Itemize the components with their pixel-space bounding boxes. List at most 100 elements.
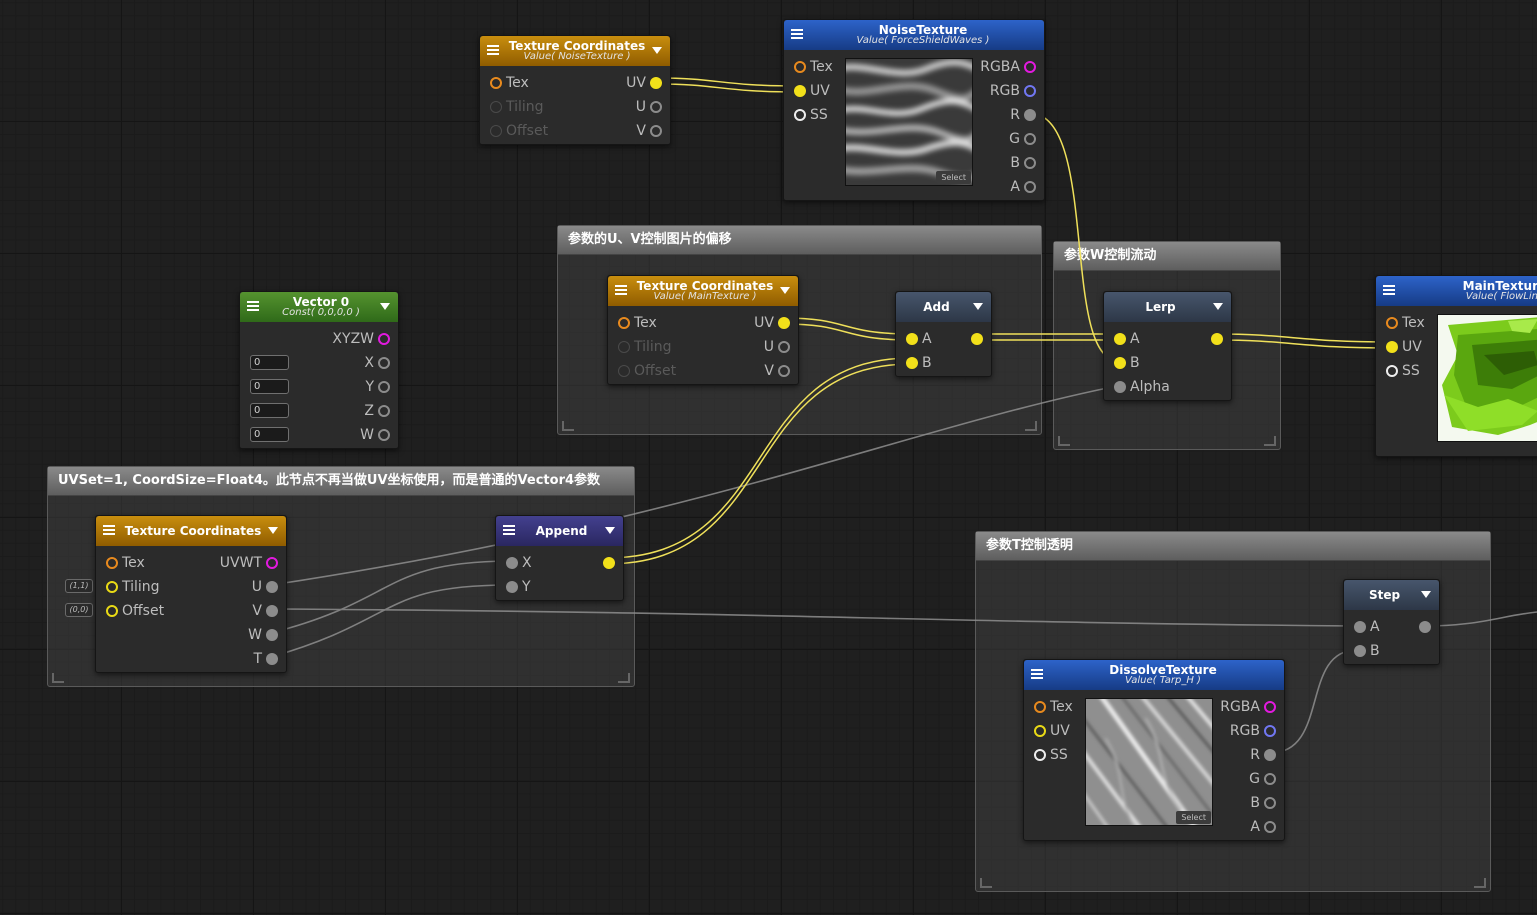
node-header[interactable]: Step	[1344, 580, 1439, 610]
socket-icon[interactable]	[1114, 357, 1126, 369]
z-value-field[interactable]: 0	[250, 403, 289, 418]
socket-icon[interactable]	[778, 317, 790, 329]
port-in-tex[interactable]: Tex	[490, 74, 529, 92]
socket-icon[interactable]	[1024, 133, 1036, 145]
chevron-down-icon[interactable]	[1421, 591, 1431, 598]
port-out-v[interactable]: V	[252, 602, 278, 620]
port-out-w[interactable]: W	[360, 426, 390, 444]
port-out-v[interactable]: V	[764, 362, 790, 380]
socket-icon[interactable]	[378, 429, 390, 441]
port-in-x[interactable]: X	[506, 554, 532, 572]
node-texcoord-noise[interactable]: Texture Coordinates Value( NoiseTexture …	[479, 35, 671, 145]
socket-icon[interactable]	[266, 629, 278, 641]
port-out-uv[interactable]: UV	[626, 74, 662, 92]
socket-icon[interactable]	[1354, 621, 1366, 633]
node-header[interactable]: Vector 0 Const( 0,0,0,0 )	[240, 292, 398, 322]
port-out-r[interactable]: R	[1250, 746, 1276, 764]
socket-icon[interactable]	[1024, 85, 1036, 97]
socket-icon[interactable]	[603, 557, 615, 569]
menu-icon[interactable]	[103, 525, 115, 535]
port-out-v[interactable]: V	[636, 122, 662, 140]
node-add[interactable]: Add A B	[895, 291, 992, 377]
port-in-offset[interactable]: Offset	[106, 602, 164, 620]
socket-icon[interactable]	[266, 581, 278, 593]
socket-icon[interactable]	[1211, 333, 1223, 345]
menu-icon[interactable]	[791, 29, 803, 39]
port-out-a[interactable]: A	[1010, 178, 1036, 196]
x-value-field[interactable]: 0	[250, 355, 289, 370]
menu-icon[interactable]	[247, 301, 259, 311]
texture-preview-dissolve[interactable]: Select	[1085, 698, 1213, 826]
node-texcoord-main[interactable]: Texture Coordinates Value( MainTexture )…	[607, 275, 799, 385]
port-in-b[interactable]: B	[1114, 354, 1140, 372]
socket-icon[interactable]	[1386, 317, 1398, 329]
port-in-uv[interactable]: UV	[1386, 338, 1422, 356]
socket-icon[interactable]	[490, 125, 502, 137]
group-title[interactable]: 参数的U、V控制图片的偏移	[558, 226, 1041, 255]
port-in-a[interactable]: A	[1354, 618, 1380, 636]
socket-icon[interactable]	[1024, 181, 1036, 193]
socket-icon[interactable]	[1386, 341, 1398, 353]
socket-icon[interactable]	[1114, 333, 1126, 345]
port-in-uv[interactable]: UV	[1034, 722, 1070, 740]
socket-icon[interactable]	[378, 357, 390, 369]
socket-icon[interactable]	[1264, 701, 1276, 713]
socket-icon[interactable]	[650, 125, 662, 137]
socket-icon[interactable]	[1034, 725, 1046, 737]
socket-icon[interactable]	[650, 101, 662, 113]
port-in-alpha[interactable]: Alpha	[1114, 378, 1170, 396]
socket-icon[interactable]	[106, 581, 118, 593]
y-value-field[interactable]: 0	[250, 379, 289, 394]
port-out-a[interactable]: A	[1250, 818, 1276, 836]
socket-icon[interactable]	[378, 405, 390, 417]
socket-icon[interactable]	[1264, 773, 1276, 785]
texture-preview-main[interactable]	[1437, 314, 1537, 442]
socket-icon[interactable]	[266, 557, 278, 569]
node-texcoord-uvset[interactable]: Texture Coordinates Tex Tiling Offset UV…	[95, 515, 287, 673]
chevron-down-icon[interactable]	[973, 303, 983, 310]
select-button[interactable]: Select	[936, 171, 971, 184]
port-in-tex[interactable]: Tex	[794, 58, 833, 76]
socket-icon[interactable]	[106, 605, 118, 617]
port-in-tex[interactable]: Tex	[618, 314, 657, 332]
socket-icon[interactable]	[1354, 645, 1366, 657]
port-out[interactable]	[1415, 618, 1431, 636]
socket-icon[interactable]	[106, 557, 118, 569]
node-header[interactable]: MainTextur Value( FlowLin	[1376, 276, 1537, 306]
port-in-tex[interactable]: Tex	[106, 554, 145, 572]
node-header[interactable]: Append	[496, 516, 623, 546]
port-in-offset[interactable]: Offset	[490, 122, 548, 140]
node-header[interactable]: NoiseTexture Value( ForceShieldWaves )	[784, 20, 1044, 50]
port-out-t[interactable]: T	[253, 650, 278, 668]
port-out-z[interactable]: Z	[364, 402, 390, 420]
socket-icon[interactable]	[794, 61, 806, 73]
socket-icon[interactable]	[618, 365, 630, 377]
socket-icon[interactable]	[266, 605, 278, 617]
socket-icon[interactable]	[794, 85, 806, 97]
socket-icon[interactable]	[1114, 381, 1126, 393]
node-header[interactable]: Texture Coordinates	[96, 516, 286, 546]
port-in-tiling[interactable]: Tiling	[106, 578, 160, 596]
socket-icon[interactable]	[778, 341, 790, 353]
port-in-y[interactable]: Y	[506, 578, 531, 596]
socket-icon[interactable]	[794, 109, 806, 121]
port-out-r[interactable]: R	[1010, 106, 1036, 124]
chevron-down-icon[interactable]	[652, 47, 662, 54]
node-header[interactable]: DissolveTexture Value( Tarp_H )	[1024, 660, 1284, 690]
chevron-down-icon[interactable]	[380, 303, 390, 310]
port-in-tex[interactable]: Tex	[1386, 314, 1425, 332]
socket-icon[interactable]	[1264, 797, 1276, 809]
chevron-down-icon[interactable]	[1213, 303, 1223, 310]
menu-icon[interactable]	[1383, 285, 1395, 295]
texture-preview-noise[interactable]: Select	[845, 58, 973, 186]
port-out-y[interactable]: Y	[365, 378, 390, 396]
port-in-tiling[interactable]: Tiling	[618, 338, 672, 356]
socket-icon[interactable]	[1264, 725, 1276, 737]
port-out[interactable]	[967, 330, 983, 348]
port-out-xyzw[interactable]: XYZW	[332, 330, 390, 348]
node-dissolve-texture[interactable]: DissolveTexture Value( Tarp_H ) Tex UV S…	[1023, 659, 1285, 841]
socket-icon[interactable]	[1264, 749, 1276, 761]
chevron-down-icon[interactable]	[780, 287, 790, 294]
port-out-x[interactable]: X	[364, 354, 390, 372]
node-append[interactable]: Append X Y	[495, 515, 624, 601]
